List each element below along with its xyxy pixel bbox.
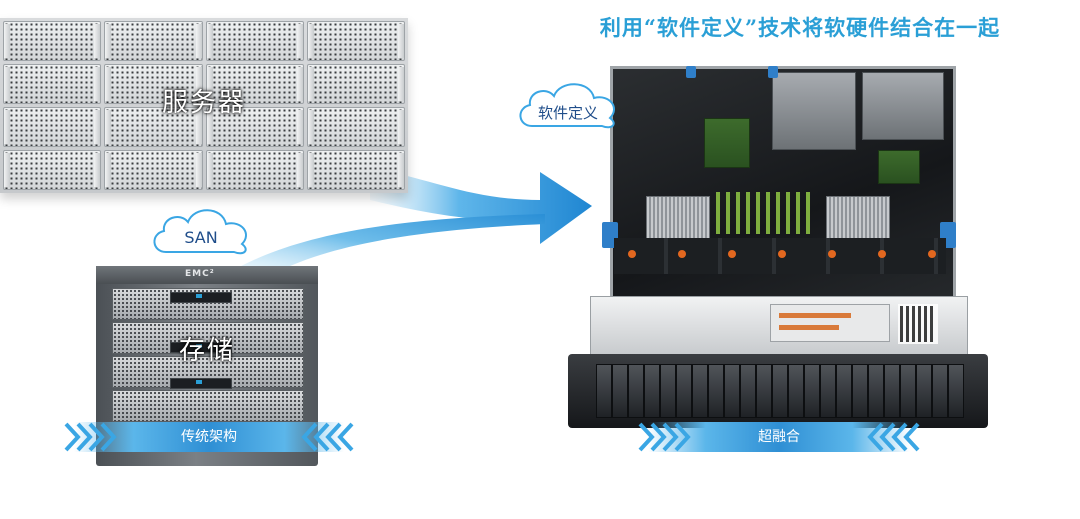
memory-dimm (766, 192, 770, 234)
cloud-icon (519, 83, 615, 129)
server-unit (104, 150, 203, 190)
drive-bay (948, 364, 964, 418)
status-led (196, 344, 202, 348)
server-unit (306, 150, 405, 190)
memory-dimm (716, 192, 720, 234)
fan-indicator (628, 250, 636, 258)
fan-indicator (678, 250, 686, 258)
hyperconverged-band-label: 超融合 (758, 429, 800, 445)
drive-bay (932, 364, 948, 418)
riser-card (862, 72, 944, 140)
storage-shelf (112, 390, 304, 422)
servers-label: 服务器 (161, 88, 246, 118)
fan-indicator (828, 250, 836, 258)
cpu-heatsink (646, 196, 710, 240)
server-unit (306, 107, 405, 147)
qr-code-icon (898, 304, 938, 344)
server-unit (104, 107, 203, 147)
chevrons-left-icon (301, 422, 354, 452)
riser-card (772, 72, 856, 150)
traditional-band-label: 传统架构 (181, 429, 237, 445)
drive-bay (820, 364, 836, 418)
drive-bay (724, 364, 740, 418)
server-unit (3, 107, 102, 147)
service-label (770, 304, 890, 342)
drive-bay (660, 364, 676, 418)
traditional-band: 传统架构 (74, 422, 344, 452)
chevrons-right-icon (638, 422, 691, 452)
server-unit (205, 107, 304, 147)
server-unit (3, 64, 102, 104)
software-defined-cloud: 软件定义 (512, 72, 624, 134)
pcb-board (878, 150, 920, 184)
drive-bay (852, 364, 868, 418)
memory-dimm (776, 192, 780, 234)
chevrons-right-icon (64, 422, 117, 452)
drive-bay (740, 364, 756, 418)
server-unit (205, 21, 304, 61)
label-stripe (779, 313, 851, 318)
server-unit (104, 21, 203, 61)
fan-indicator (778, 250, 786, 258)
drive-bay (836, 364, 852, 418)
memory-dimm (736, 192, 740, 234)
memory-dimm (746, 192, 750, 234)
san-cloud-label: SAN (184, 228, 218, 247)
memory-dimm (726, 192, 730, 234)
cloud-icon (153, 209, 247, 255)
server-unit (3, 150, 102, 190)
memory-dimm (796, 192, 800, 234)
server-unit (3, 21, 102, 61)
fan-indicator (928, 250, 936, 258)
fan-indicator (728, 250, 736, 258)
storage-label: 存储 (178, 336, 235, 366)
drive-bay (612, 364, 628, 418)
status-led (196, 380, 202, 384)
software-defined-label: 软件定义 (537, 104, 598, 122)
server-arrow (370, 168, 592, 244)
fan-indicator (878, 250, 886, 258)
blue-release-tab (686, 66, 696, 78)
server-unit (306, 64, 405, 104)
server-unit (104, 64, 203, 104)
drive-bay (868, 364, 884, 418)
drive-bay (692, 364, 708, 418)
drive-bay (708, 364, 724, 418)
drive-bay (676, 364, 692, 418)
storage-logo: EMC² (185, 269, 215, 279)
label-stripe (779, 325, 839, 330)
drive-bay (804, 364, 820, 418)
server-unit (205, 64, 304, 104)
status-led (196, 294, 202, 298)
drive-bay (772, 364, 788, 418)
storage-rack-top (96, 266, 318, 284)
memory-dimm (756, 192, 760, 234)
san-cloud: SAN (146, 200, 256, 262)
hyperconverged-band: 超融合 (648, 422, 910, 452)
memory-dimm (786, 192, 790, 234)
server-grid (0, 18, 408, 193)
blue-release-tab (768, 66, 778, 78)
drive-bay (644, 364, 660, 418)
drive-bay (916, 364, 932, 418)
drive-bay (756, 364, 772, 418)
memory-dimm (806, 192, 810, 234)
server-unit (306, 21, 405, 61)
drive-bay (900, 364, 916, 418)
pcb-board (704, 118, 750, 168)
chevrons-left-icon (867, 422, 920, 452)
drive-bay (884, 364, 900, 418)
drive-bay (628, 364, 644, 418)
cpu-heatsink (826, 196, 890, 240)
diagram-title: 利用“软件定义”技术将软硬件结合在一起 (599, 15, 1001, 40)
drive-bay (596, 364, 612, 418)
server-unit (205, 150, 304, 190)
drive-bay (788, 364, 804, 418)
